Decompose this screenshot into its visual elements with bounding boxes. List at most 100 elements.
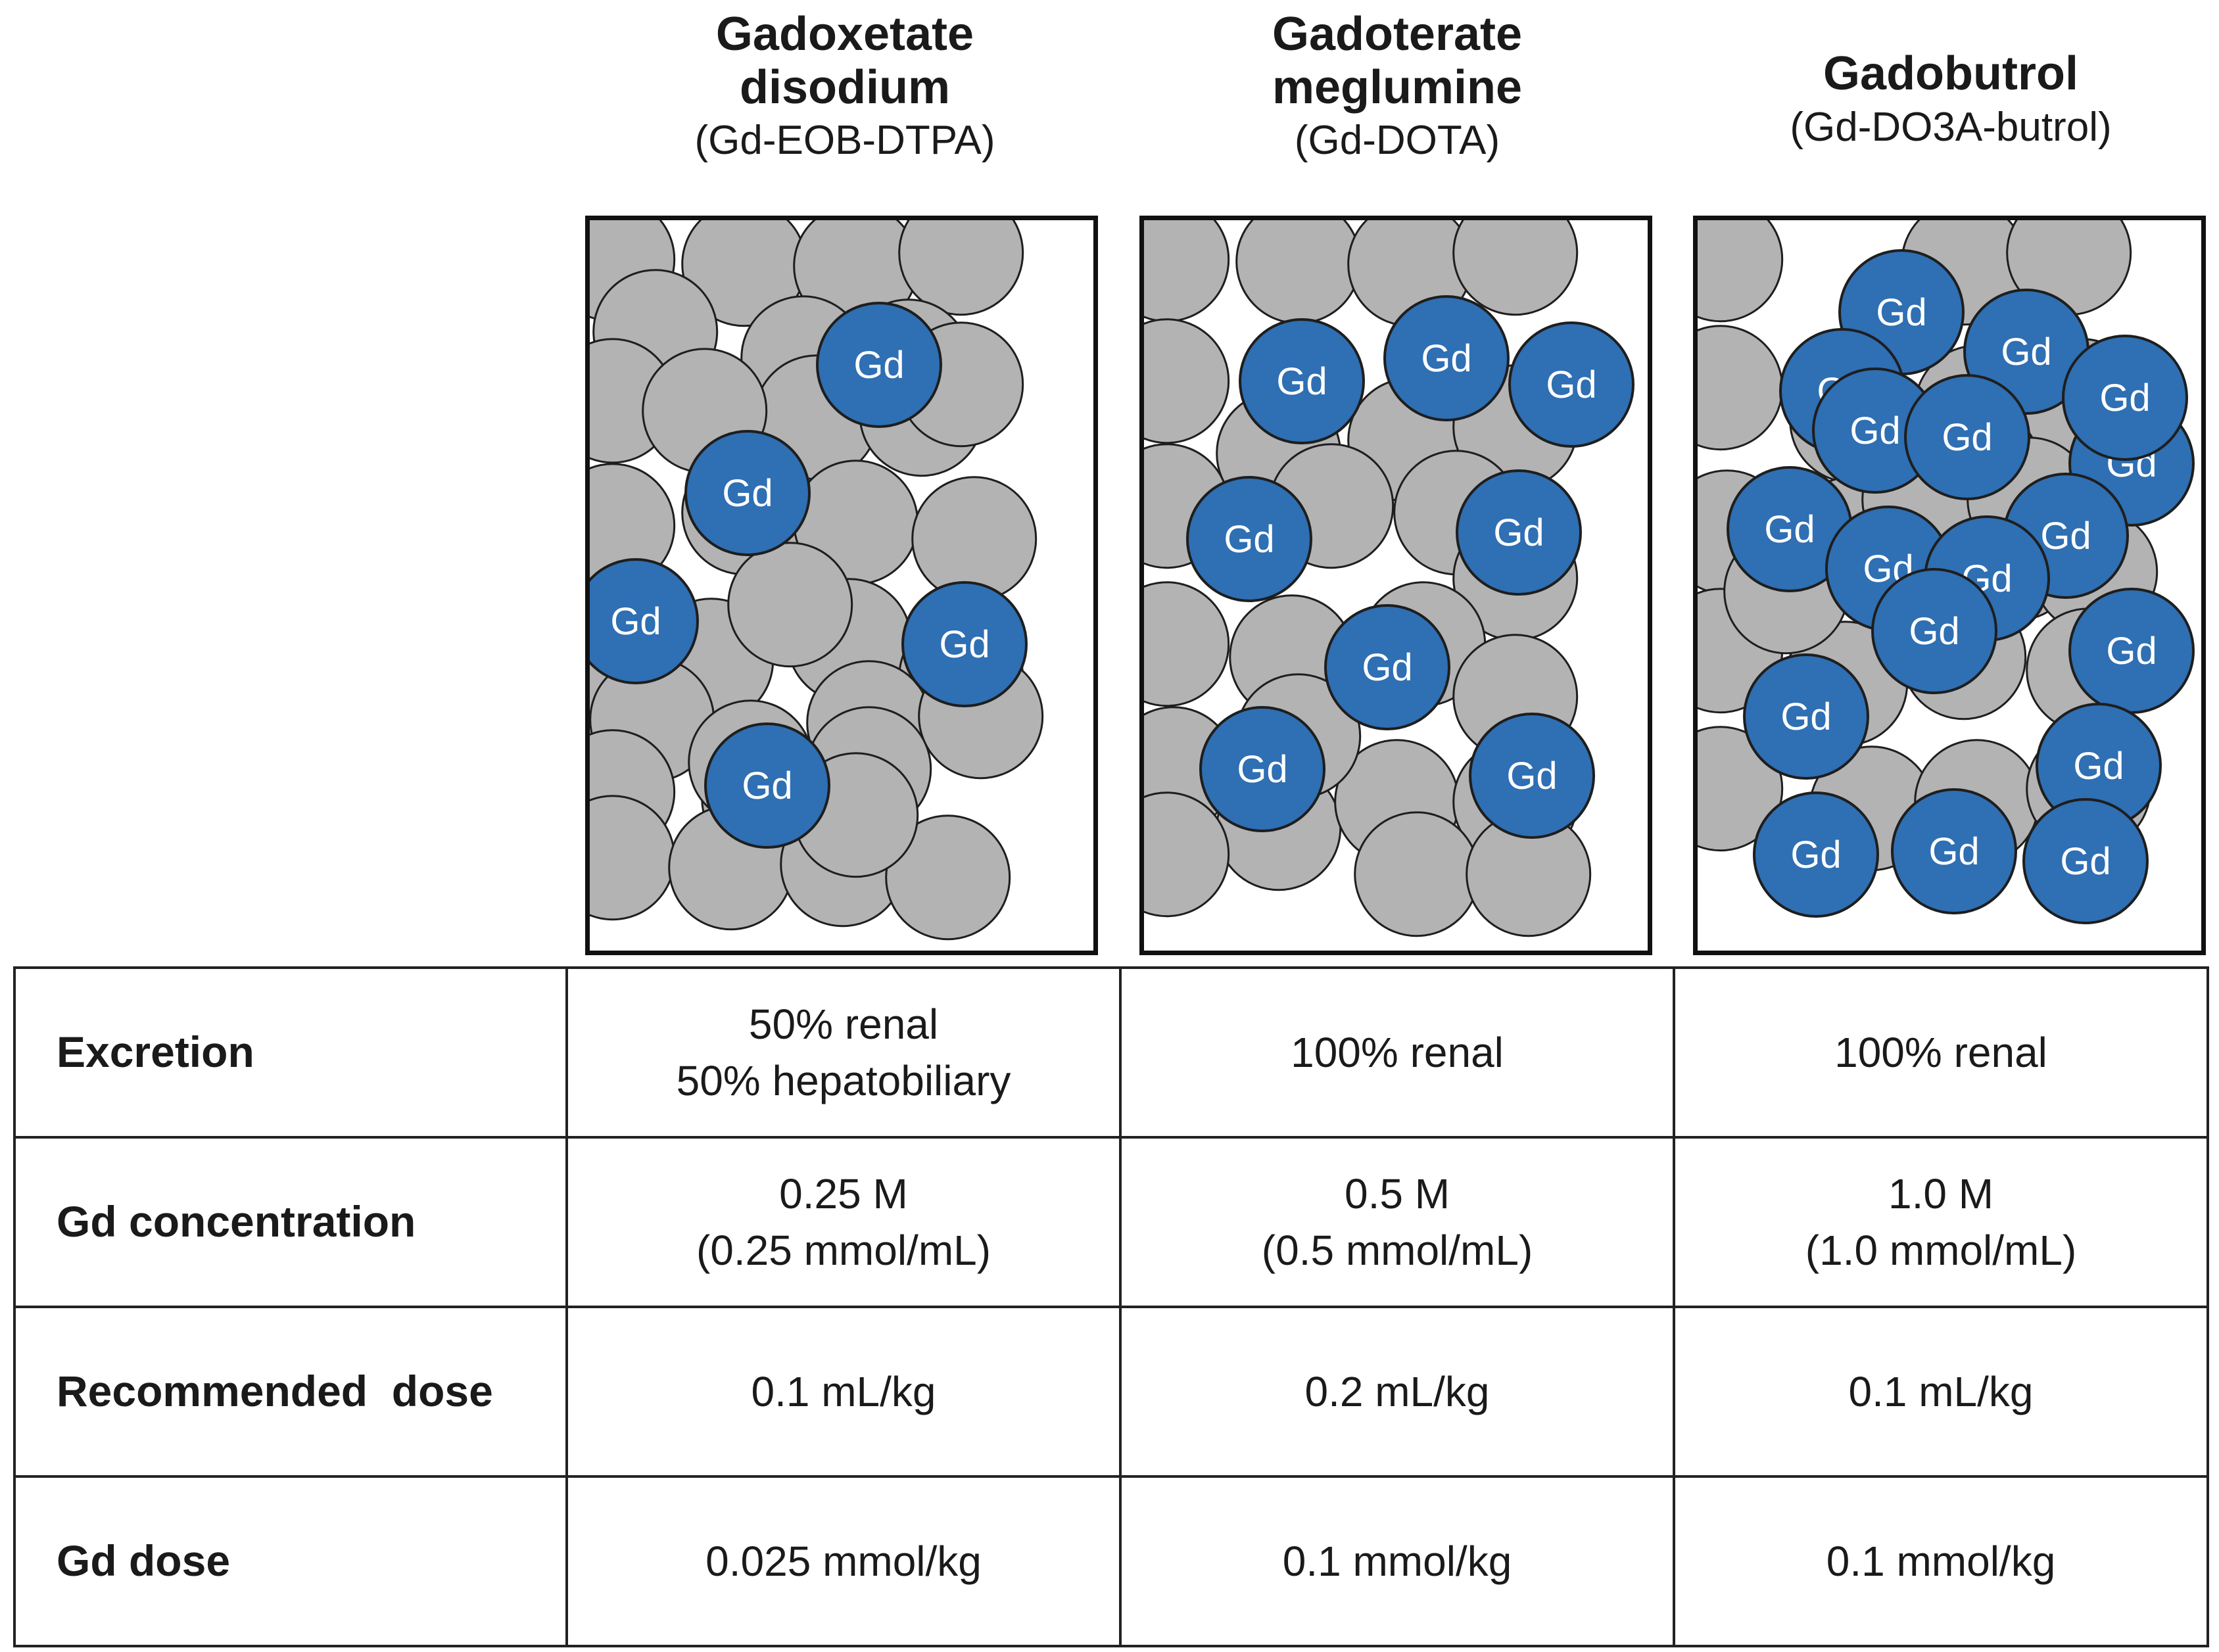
gd-particle-label: Gd [1849,410,1900,452]
gd-particle: Gd [1891,788,2017,914]
table-cell: 0.1 mL/kg [1673,1306,2209,1478]
gd-particle-circle [1383,295,1510,421]
cell-line: (0.5 mmol/mL) [1261,1227,1533,1274]
gd-particle-label: Gd [1421,337,1471,380]
gd-particle-label: Gd [1909,610,1959,653]
gd-particle-label: Gd [742,765,792,807]
agent-abbreviation: (Gd-DOTA) [1294,118,1500,164]
gd-particle: Gd [684,430,811,556]
gd-particle-label: Gd [1237,748,1287,791]
gd-particle: Gd [2068,588,2195,714]
gd-particle: Gd [704,722,830,849]
gd-particle: Gd [590,558,699,684]
row-label-gd-concentration: Gd concentration [13,1136,568,1308]
gd-particle: Gd [816,302,942,428]
gd-particle-label: Gd [1546,364,1596,406]
agent-abbreviation: (Gd-EOB-DTPA) [694,118,995,164]
gd-particle-circle [684,430,811,556]
gd-particle-label: Gd [610,600,661,643]
cell-line: 0.025 mmol/kg [705,1537,982,1585]
gd-particle-label: Gd [1942,416,1992,459]
cell-line: 100% renal [1291,1028,1504,1076]
background-particle [1144,318,1230,444]
gd-particle-label: Gd [1276,360,1327,403]
gd-particle-label: Gd [1790,834,1841,876]
gd-particle: Gd [1871,568,1997,694]
gd-particle-label: Gd [2060,840,2111,883]
gd-particle-circle [1871,568,1997,694]
row-label-excretion: Excretion [13,966,568,1139]
gd-particle: Gd [1743,653,1869,780]
gd-particle-circle [704,722,830,849]
gd-particle-label: Gd [1224,518,1274,561]
table-cell: 0.025 mmol/kg [565,1475,1122,1647]
table-row: Gd concentration 0.25 M (0.25 mmol/mL) 0… [13,1136,2209,1308]
gd-particle-label: Gd [1928,830,1979,873]
gd-particle-label: Gd [2106,630,2157,673]
cell-line: 50% renal [748,1000,939,1048]
gd-particle-circle [1199,706,1325,832]
cell-line: 0.1 mmol/kg [1826,1537,2056,1585]
gd-particle: Gd [1904,374,2030,500]
gd-particle: Gd [1469,713,1595,839]
cell-line: (0.25 mmol/mL) [696,1227,991,1274]
agent-heading-gadoxetate: Gadoxetate disodium (Gd-EOB-DTPA) [585,8,1105,164]
gd-particle: Gd [1186,476,1312,602]
background-particle [1144,220,1230,323]
gd-particle: Gd [1727,466,1853,592]
gd-particle-circle [1324,604,1450,730]
background-particle [1235,220,1362,325]
gd-particle: Gd [2062,335,2188,461]
gd-particle-label: Gd [1764,508,1815,551]
gd-particle-label: Gd [1506,755,1557,797]
background-particle [885,814,1011,941]
gd-particle: Gd [1383,295,1510,421]
gd-particle: Gd [901,581,1028,707]
background-particle [1698,220,1784,323]
table-row: Gd dose 0.025 mmol/kg 0.1 mmol/kg 0.1 mm… [13,1475,2209,1647]
gd-particle: Gd [1239,318,1365,444]
gd-particle-label: Gd [939,623,990,666]
gd-particle-circle [1456,469,1582,596]
table-row: Recommended dose 0.1 mL/kg 0.2 mL/kg 0.1… [13,1306,2209,1478]
background-particle [1354,811,1480,937]
agent-abbreviation: (Gd-DO3A-butrol) [1790,104,2112,150]
gd-particle: Gd [2022,798,2149,924]
gd-particle: Gd [2036,703,2162,829]
gd-particle-label: Gd [1780,696,1831,738]
gd-particle-label: Gd [1876,291,1926,334]
agent-name-line: disodium [740,60,950,114]
row-label-gd-dose: Gd dose [13,1475,568,1647]
cell-line: 0.1 mmol/kg [1282,1537,1512,1585]
agent-name-line: Gadobutrol [1823,47,2078,100]
table-cell: 0.2 mL/kg [1119,1306,1675,1478]
gd-particle-circle [2022,798,2149,924]
agent-name-line: Gadoterate [1272,8,1523,60]
table-cell: 100% renal [1673,966,2209,1139]
table-cell: 0.1 mL/kg [565,1306,1122,1478]
cell-line: 0.5 M [1344,1169,1450,1217]
row-label-recommended-dose: Recommended dose [13,1306,568,1478]
gd-particle-circle [1186,476,1312,602]
gd-particle: Gd [1508,321,1634,448]
gd-particle: Gd [1753,791,1879,918]
gd-particle-label: Gd [1493,511,1544,554]
gd-particle-circle [1239,318,1365,444]
cell-line: 50% hepatobiliary [676,1057,1011,1104]
agent-heading-gadobutrol: Gadobutrol (Gd-DO3A-butrol) [1691,47,2210,150]
gd-particle-label: Gd [2073,745,2124,788]
gd-particle-circle [901,581,1028,707]
cell-line: 1.0 M [1888,1169,1994,1217]
background-particle [1144,791,1230,918]
gd-particle-circle [1508,321,1634,448]
background-particle [898,220,1024,316]
gd-particle-circle [590,558,699,684]
gd-particle-label: Gd [1362,646,1412,689]
cell-line: 0.2 mL/kg [1304,1367,1490,1415]
gd-particle-circle [1904,374,2030,500]
gd-particle: Gd [1324,604,1450,730]
